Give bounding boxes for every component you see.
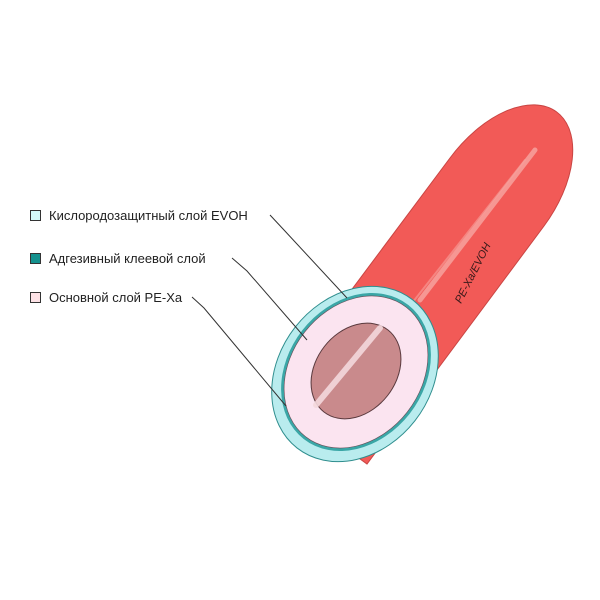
- legend-label-adhesive: Адгезивный клеевой слой: [49, 251, 206, 266]
- bore-highlight: [313, 325, 383, 408]
- leader-line-evoh: [269, 214, 348, 299]
- legend-label-pexa: Основной слой PE-Xa: [49, 290, 183, 305]
- legend-item-evoh: Кислородозащитный слой EVOH: [30, 208, 248, 223]
- leader-line-pexa: [191, 296, 287, 407]
- legend-item-adhesive: Адгезивный клеевой слой: [30, 251, 206, 266]
- legend-swatch-evoh: [30, 210, 41, 221]
- legend-swatch-pexa: [30, 292, 41, 303]
- legend-label-evoh: Кислородозащитный слой EVOH: [49, 208, 248, 223]
- legend-swatch-adhesive: [30, 253, 41, 264]
- pipe-bore: [310, 322, 402, 420]
- pipe-highlight-secondary: [404, 159, 526, 313]
- pipe-highlight: [417, 147, 538, 303]
- leader-line-adhesive: [231, 257, 308, 341]
- legend-item-pexa: Основной слой PE-Xa: [30, 290, 182, 305]
